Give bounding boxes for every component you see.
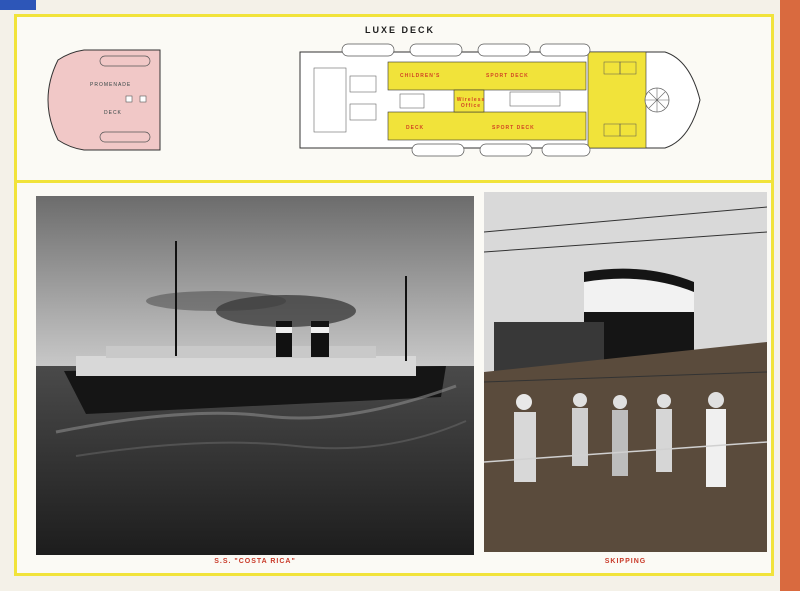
deck-title: LUXE DECK — [364, 25, 435, 35]
plan-label-wireless: Wireless Office — [456, 97, 486, 109]
left-plan-label-promenade: PROMENADE — [90, 82, 132, 88]
plan-label-childrens: CHILDREN'S — [400, 73, 441, 79]
blue-tab — [0, 0, 36, 10]
deck-plan — [47, 43, 701, 157]
red-edge-strip — [780, 0, 800, 591]
skipping-caption: SKIPPING — [604, 558, 647, 565]
ship-illustration — [36, 196, 474, 555]
yellow-divider — [14, 180, 774, 183]
plan-label-sport-deck-bottom: SPORT DECK — [492, 125, 535, 131]
deck-people-illustration — [484, 192, 767, 552]
plan-label-deck: DECK — [406, 125, 425, 131]
ship-photo — [36, 196, 474, 555]
left-plan-label-deck: DECK — [104, 110, 122, 116]
plan-label-sport-deck-top: SPORT DECK — [486, 73, 529, 79]
skipping-photo — [484, 192, 767, 552]
ship-caption: S.S. "COSTA RICA" — [214, 558, 296, 565]
